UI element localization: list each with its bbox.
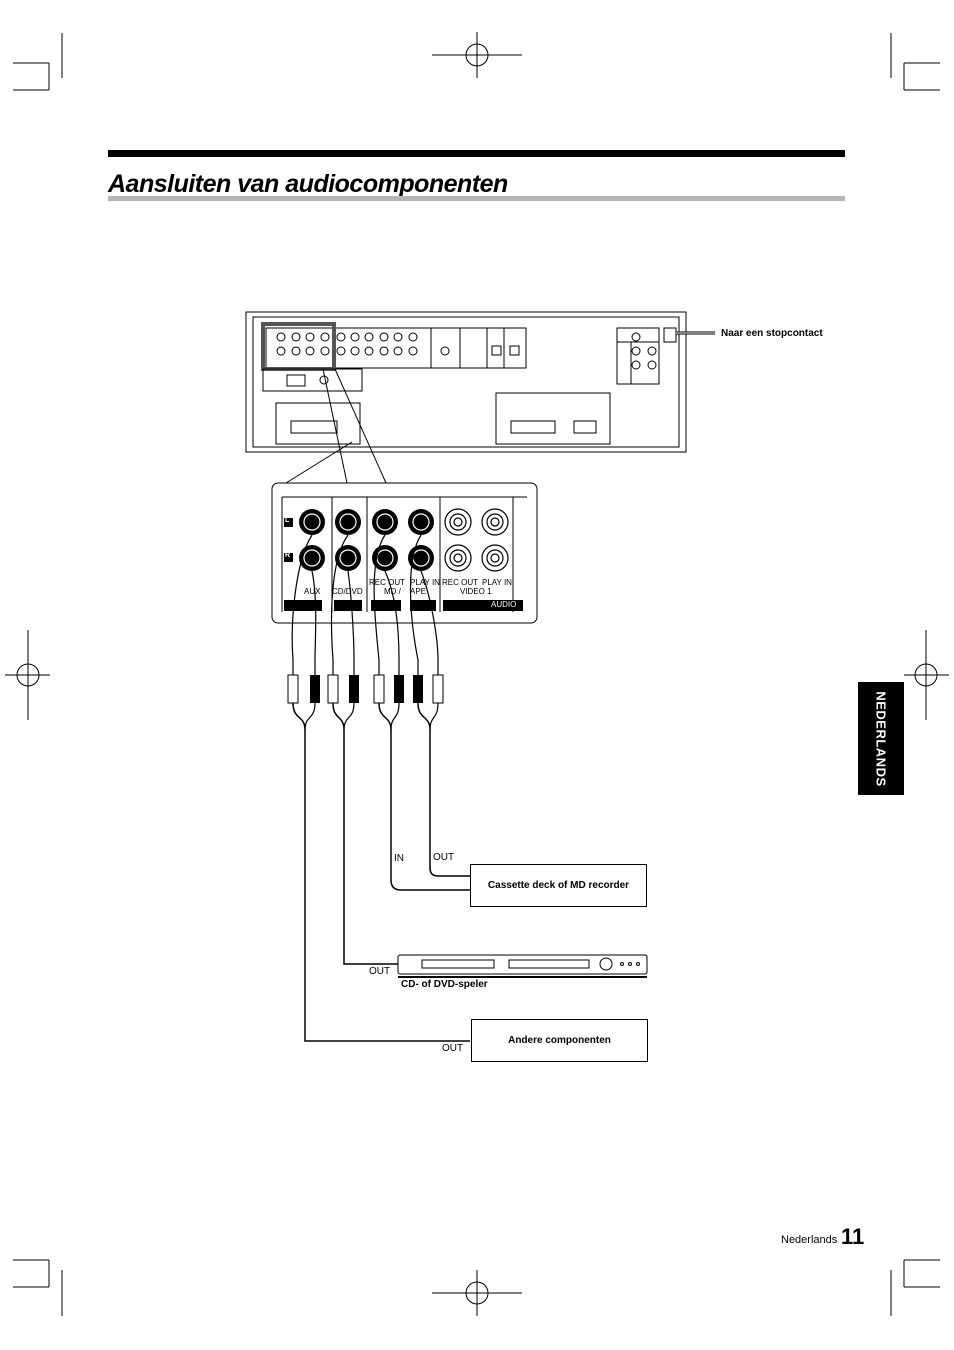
language-tab: NEDERLANDS: [858, 682, 904, 795]
jack-label-play-in-md: PLAY IN: [410, 578, 440, 587]
jack-label-video1: VIDEO 1: [460, 587, 492, 596]
jack-label-md-tape-b: APE: [410, 587, 427, 596]
receiver-jacks: [276, 332, 657, 370]
audio-cables: [291, 534, 470, 1042]
rca-plugs: [287, 668, 444, 704]
power-outlet-label: Naar een stopcontact: [721, 328, 823, 339]
channel-right-label: R: [285, 552, 291, 559]
cassette-deck-box: Cassette deck of MD recorder: [470, 864, 647, 907]
footer-language: Nederlands: [781, 1234, 838, 1246]
cd-player-out-label: OUT: [369, 966, 391, 977]
cassette-deck-label: Cassette deck of MD recorder: [487, 880, 630, 891]
registration-marks: [5, 32, 949, 1316]
jack-label-rec-out-md: REC OUT: [369, 578, 405, 587]
other-components-label: Andere componenten: [508, 1035, 611, 1046]
jack-label-play-in-video1: PLAY IN: [482, 578, 512, 587]
cd-player-label: CD- of DVD-speler: [401, 979, 488, 990]
jack-label-aux: AUX: [304, 587, 321, 596]
receiver-rear-panel: [245, 311, 687, 453]
jack-label-cd-dvd: CD/DVD: [332, 587, 363, 596]
cd-dvd-player-icon: [397, 954, 648, 978]
cassette-out-label: OUT: [433, 852, 455, 863]
title-bar: [108, 150, 845, 157]
other-components-box: Andere componenten: [471, 1019, 648, 1062]
channel-left-label: L: [285, 517, 290, 524]
jack-label-md-tape-a: MD /: [384, 587, 401, 596]
cassette-in-label: IN: [394, 853, 404, 864]
zoomed-jacks: [284, 508, 523, 611]
crop-marks: [13, 33, 940, 1316]
page-title: Aansluiten van audiocomponenten: [108, 170, 508, 198]
other-out-label: OUT: [442, 1043, 464, 1054]
page-number: 11: [841, 1224, 865, 1249]
audio-badge: AUDIO: [491, 600, 517, 609]
jack-label-rec-out-video1: REC OUT: [442, 578, 478, 587]
title-underline: [108, 196, 845, 201]
